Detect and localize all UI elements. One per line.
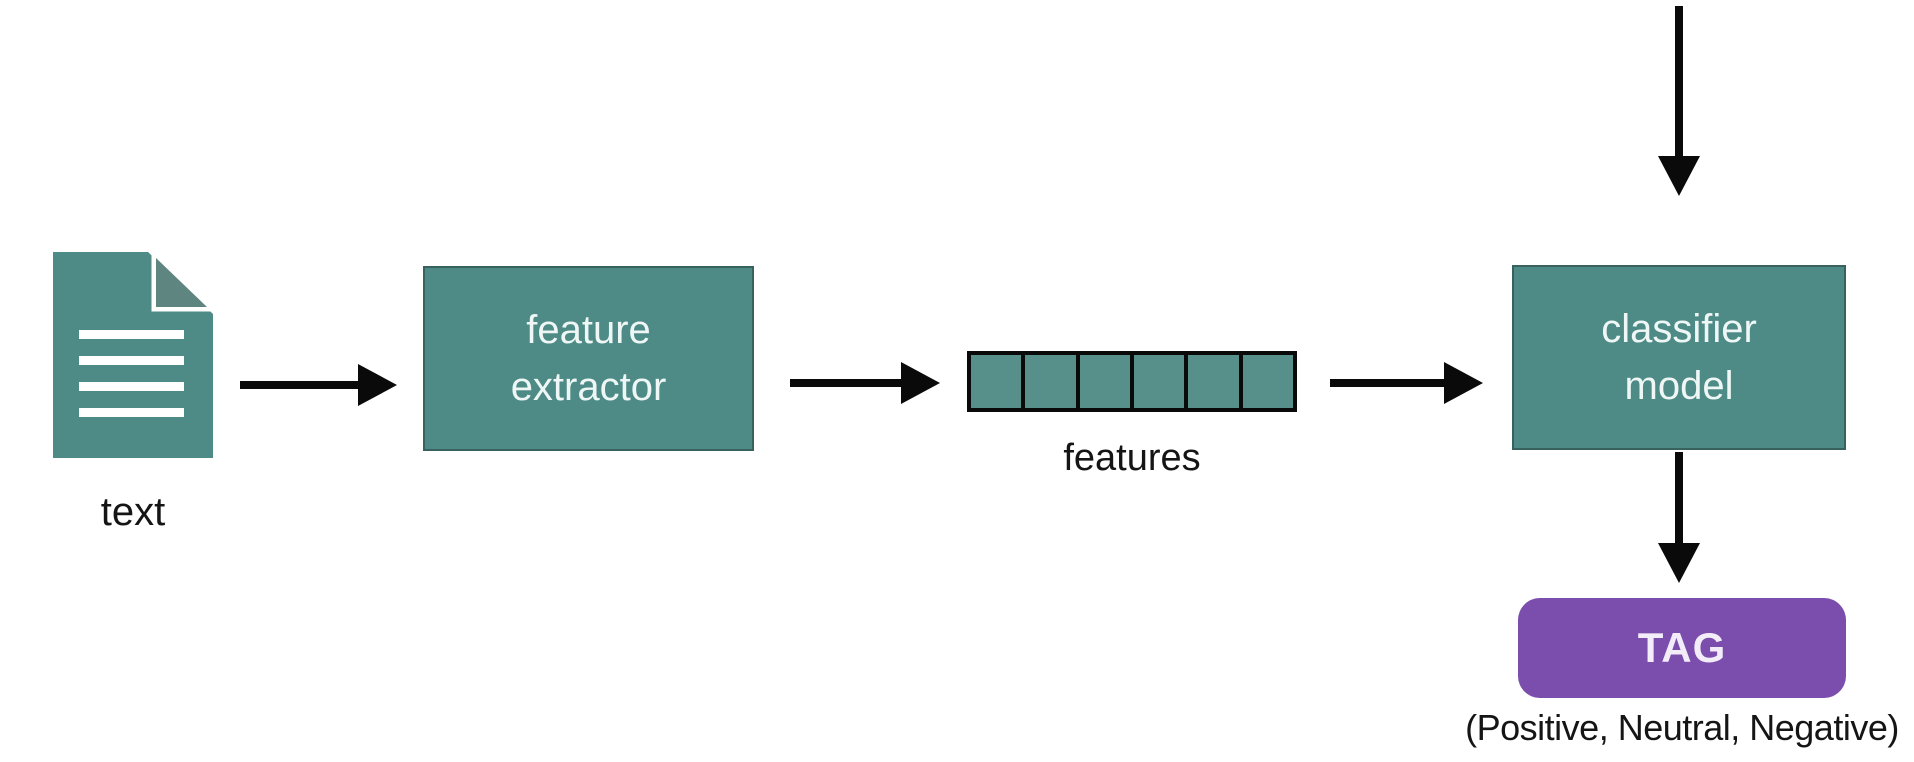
arrow-classifier-to-tag (1658, 452, 1700, 583)
arrow-shaft (790, 379, 901, 387)
arrow-head-icon (1658, 156, 1700, 196)
document-icon (53, 252, 213, 458)
arrow-head-icon (901, 362, 940, 404)
classifier-label-line2: model (1624, 363, 1734, 408)
arrow-text-to-extractor (240, 364, 397, 406)
tag-values-caption: (Positive, Neutral, Negative) (1465, 707, 1899, 748)
arrow-extractor-to-features (790, 362, 940, 404)
arrow-shaft (1330, 379, 1444, 387)
feature-cell (1184, 355, 1239, 408)
arrow-shaft (1675, 452, 1683, 543)
feature-vector-strip (967, 351, 1297, 412)
features-label: features (1063, 437, 1201, 479)
arrow-input-to-classifier (1658, 6, 1700, 196)
arrow-head-icon (1444, 362, 1483, 404)
classifier-label-line1: classifier (1601, 306, 1757, 351)
arrow-head-icon (1658, 543, 1700, 583)
arrow-shaft (240, 381, 358, 389)
feature-extractor-label-line1: feature (526, 307, 651, 352)
tag-output-node: TAG (1518, 598, 1846, 698)
arrow-head-icon (358, 364, 397, 406)
feature-cell (1075, 355, 1130, 408)
feature-cell (1129, 355, 1185, 408)
feature-extractor-label-line2: extractor (510, 364, 667, 409)
feature-cell (1238, 355, 1293, 408)
classifier-model-node: classifier model (1512, 265, 1846, 450)
feature-cell (971, 355, 1022, 408)
arrow-features-to-classifier (1330, 362, 1483, 404)
feature-cell (1021, 355, 1076, 408)
arrow-shaft (1675, 6, 1683, 156)
feature-extractor-node: feature extractor (423, 266, 754, 451)
text-input-label: text (100, 490, 166, 534)
tag-label: TAG (1637, 624, 1727, 671)
